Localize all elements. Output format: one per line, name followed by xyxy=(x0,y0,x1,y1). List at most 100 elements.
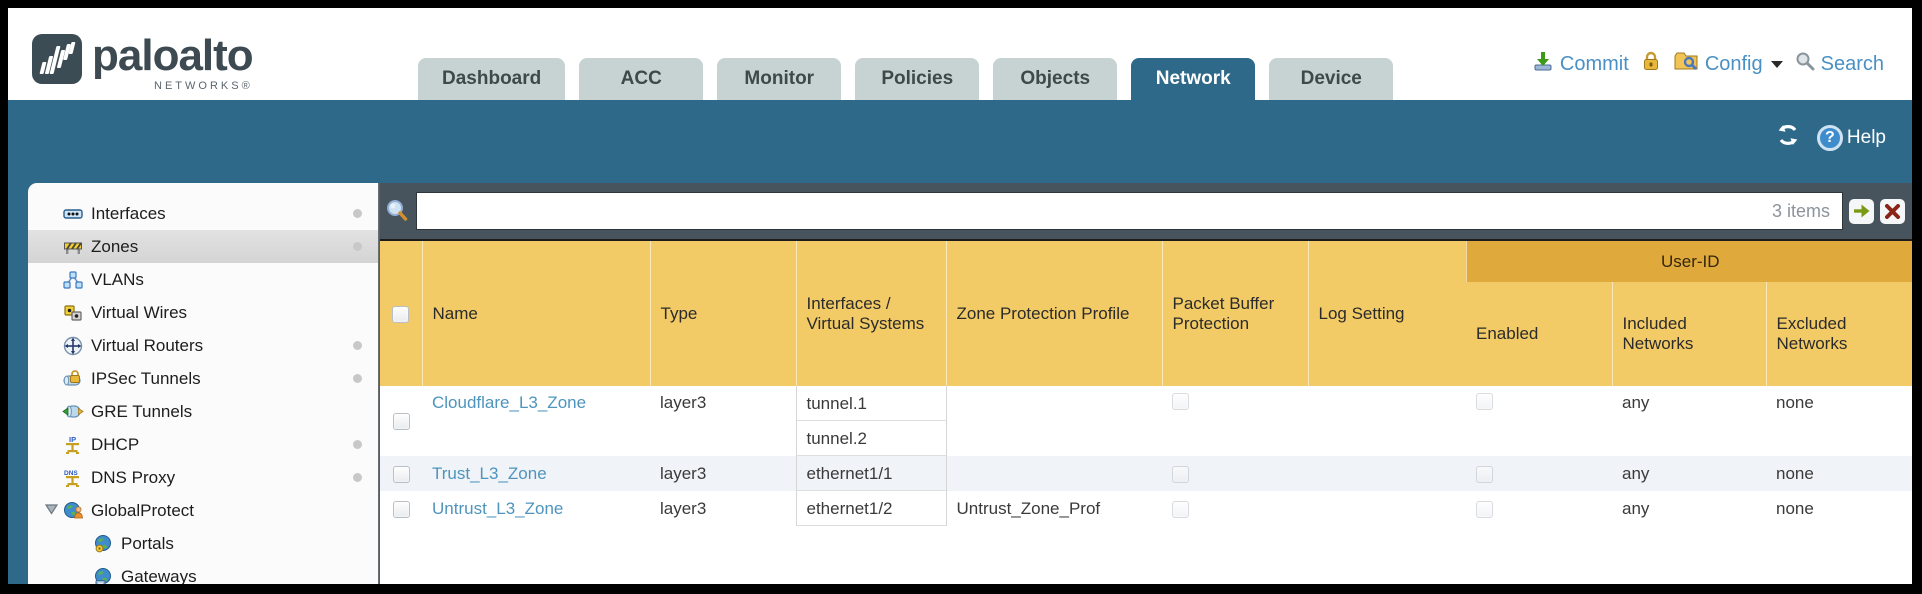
config-icon xyxy=(1673,50,1699,78)
table-row-trust[interactable]: Trust_L3_Zone layer3 ethernet1/1 any non… xyxy=(380,456,1912,491)
main-nav-tabs: Dashboard ACC Monitor Policies Objects N… xyxy=(418,58,1394,100)
item-count: 3 items xyxy=(1771,200,1830,221)
tab-policies[interactable]: Policies xyxy=(855,58,980,100)
interface-cell: ethernet1/2 xyxy=(796,491,946,526)
col-header-included-networks[interactable]: Included Networks xyxy=(1611,282,1766,386)
lock-icon[interactable] xyxy=(1641,50,1661,78)
chevron-down-icon xyxy=(1770,60,1783,68)
interfaces-icon xyxy=(62,204,84,224)
col-header-name[interactable]: Name xyxy=(421,241,650,386)
app-frame: paloalto NETWORKS® Dashboard ACC Monitor… xyxy=(8,8,1912,584)
sidebar-item-gateways[interactable]: Gateways xyxy=(28,560,378,584)
enabled-checkbox[interactable] xyxy=(1476,393,1493,411)
select-all-checkbox[interactable] xyxy=(392,305,410,323)
globalprotect-icon xyxy=(62,501,84,521)
expand-caret-icon[interactable] xyxy=(44,502,58,520)
zone-name-link[interactable]: Untrust_L3_Zone xyxy=(432,498,564,518)
search-button[interactable]: Search xyxy=(1795,51,1884,77)
sidebar-item-vlans[interactable]: VLANs xyxy=(28,263,378,296)
sidebar-item-globalprotect[interactable]: GlobalProtect xyxy=(28,494,378,527)
row-checkbox[interactable] xyxy=(392,413,410,431)
commit-button[interactable]: Commit xyxy=(1532,50,1629,78)
sidebar-item-dns-proxy[interactable]: DNS DNS Proxy xyxy=(28,461,378,494)
clear-filter-button[interactable] xyxy=(1880,198,1905,224)
col-header-enabled[interactable]: Enabled xyxy=(1466,282,1612,386)
enabled-checkbox[interactable] xyxy=(1476,500,1493,518)
col-header-excluded-networks[interactable]: Excluded Networks xyxy=(1765,282,1912,386)
filter-input-wrap: 3 items xyxy=(416,192,1843,230)
interface-cell: tunnel.2 xyxy=(796,421,946,456)
gre-tunnels-icon xyxy=(62,402,84,422)
status-dot xyxy=(353,209,362,218)
top-bar: paloalto NETWORKS® Dashboard ACC Monitor… xyxy=(8,8,1912,100)
user-id-group-header: User-ID xyxy=(1465,241,1912,282)
tab-monitor[interactable]: Monitor xyxy=(717,58,842,100)
sidebar-item-interfaces[interactable]: Interfaces xyxy=(28,197,378,230)
packet-buffer-checkbox[interactable] xyxy=(1172,500,1189,518)
paloalto-logo-icon xyxy=(32,34,82,84)
virtual-wires-icon xyxy=(62,303,84,323)
brand-name: paloalto xyxy=(92,31,254,80)
col-header-type[interactable]: Type xyxy=(649,241,796,386)
filter-input[interactable] xyxy=(417,193,1772,229)
dns-proxy-icon: DNS xyxy=(62,468,84,488)
sidebar-item-virtual-routers[interactable]: Virtual Routers xyxy=(28,329,378,362)
paloalto-logo: paloalto NETWORKS® xyxy=(32,31,254,92)
zones-icon xyxy=(62,237,84,257)
sidebar-item-ipsec-tunnels[interactable]: IPSec Tunnels xyxy=(28,362,378,395)
tab-device[interactable]: Device xyxy=(1269,58,1394,100)
enabled-checkbox[interactable] xyxy=(1476,465,1493,483)
vlans-icon xyxy=(62,270,84,290)
zone-name-link[interactable]: Cloudflare_L3_Zone xyxy=(432,393,587,412)
dhcp-icon: IP xyxy=(62,435,84,455)
interface-cell: ethernet1/1 xyxy=(796,456,946,491)
zones-table: Name Type Interfaces / Virtual Systems Z… xyxy=(380,239,1912,584)
portals-icon xyxy=(92,534,114,554)
commit-icon xyxy=(1532,50,1554,78)
tab-dashboard[interactable]: Dashboard xyxy=(418,58,566,100)
select-all-header[interactable] xyxy=(380,241,422,386)
packet-buffer-checkbox[interactable] xyxy=(1172,465,1189,483)
sidebar-item-dhcp[interactable]: IP DHCP xyxy=(28,428,378,461)
search-icon xyxy=(1795,51,1815,77)
refresh-icon[interactable] xyxy=(1775,123,1801,153)
network-sidebar: Interfaces Zones VLANs Virtual Wires xyxy=(28,183,379,584)
brand-suffix: NETWORKS® xyxy=(154,80,253,92)
filter-search-icon xyxy=(384,198,410,224)
status-dot xyxy=(353,341,362,350)
main-content: 3 items xyxy=(380,183,1912,584)
config-menu-button[interactable]: Config xyxy=(1673,50,1783,78)
tab-network[interactable]: Network xyxy=(1131,58,1256,100)
ipsec-tunnels-icon xyxy=(62,369,84,389)
interface-cell: tunnel.1 xyxy=(796,386,946,421)
filter-bar: 3 items xyxy=(380,183,1912,239)
tab-objects[interactable]: Objects xyxy=(993,58,1118,100)
apply-filter-button[interactable] xyxy=(1849,198,1874,224)
sidebar-item-portals[interactable]: Portals xyxy=(28,527,378,560)
zone-name-link[interactable]: Trust_L3_Zone xyxy=(432,463,547,483)
status-dot xyxy=(353,440,362,449)
virtual-routers-icon xyxy=(62,336,84,356)
table-row-cloudflare[interactable]: Cloudflare_L3_Zone layer3 tunnel.1 tunne… xyxy=(380,386,1912,456)
svg-text:IP: IP xyxy=(69,435,76,444)
header-actions: Commit Config xyxy=(1532,50,1884,78)
packet-buffer-checkbox[interactable] xyxy=(1172,393,1189,411)
col-header-log-setting[interactable]: Log Setting xyxy=(1307,241,1466,386)
svg-text:DNS: DNS xyxy=(64,470,78,477)
col-header-packet-buffer-protection[interactable]: Packet Buffer Protection xyxy=(1161,241,1308,386)
table-row-untrust[interactable]: Untrust_L3_Zone layer3 ethernet1/2 Untru… xyxy=(380,491,1912,526)
col-header-interfaces[interactable]: Interfaces / Virtual Systems xyxy=(795,241,946,386)
gateways-icon xyxy=(92,567,114,584)
help-icon: ? xyxy=(1816,125,1843,151)
help-button[interactable]: ? Help xyxy=(1816,125,1886,151)
sidebar-item-virtual-wires[interactable]: Virtual Wires xyxy=(28,296,378,329)
sidebar-item-zones[interactable]: Zones xyxy=(28,230,378,263)
col-header-zone-protection-profile[interactable]: Zone Protection Profile xyxy=(945,241,1162,386)
status-dot xyxy=(353,374,362,383)
sidebar-item-gre-tunnels[interactable]: GRE Tunnels xyxy=(28,395,378,428)
tab-acc[interactable]: ACC xyxy=(579,58,704,100)
status-dot xyxy=(353,473,362,482)
status-dot xyxy=(353,242,362,251)
row-checkbox[interactable] xyxy=(392,465,410,483)
row-checkbox[interactable] xyxy=(392,500,410,518)
